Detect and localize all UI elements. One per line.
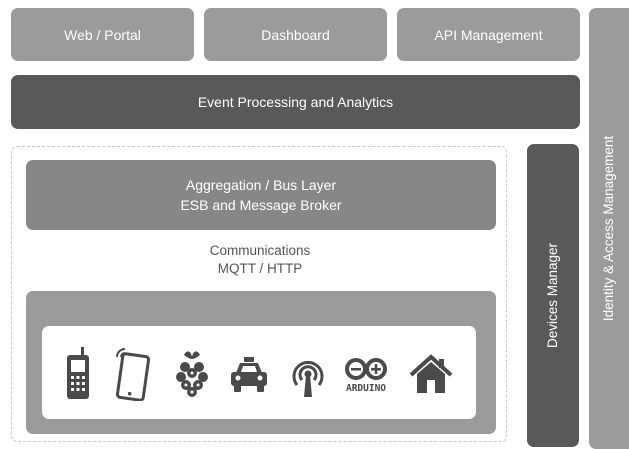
- identity-access-box: Identity & Access Management: [589, 8, 629, 449]
- api-management-label: API Management: [434, 26, 543, 43]
- mobile-phone-icon: [54, 345, 100, 401]
- api-management-box: API Management: [397, 8, 580, 61]
- communications-line1: Communications: [209, 243, 311, 258]
- arduino-icon: ARDUINO: [340, 345, 392, 401]
- raspberry-pi-icon: [169, 345, 215, 401]
- communications-text: Communications MQTT / HTTP: [160, 242, 360, 278]
- antenna-icon: [285, 345, 331, 401]
- event-processing-box: Event Processing and Analytics: [11, 75, 580, 129]
- aggregation-line1: Aggregation / Bus Layer: [185, 177, 337, 193]
- arduino-label: ARDUINO: [346, 383, 386, 394]
- devices-panel: ARDUINO: [42, 326, 476, 419]
- home-icon: [408, 345, 454, 401]
- aggregation-box: Aggregation / Bus Layer ESB and Message …: [26, 160, 496, 230]
- device-layer-container: [11, 146, 507, 442]
- dashboard-label: Dashboard: [261, 26, 330, 43]
- aggregation-line2: ESB and Message Broker: [180, 197, 342, 213]
- devices-manager-label: Devices Manager: [545, 242, 561, 349]
- car-icon: [226, 345, 272, 401]
- web-portal-box: Web / Portal: [11, 8, 194, 61]
- smartphone-icon: [112, 345, 158, 402]
- dashboard-box: Dashboard: [204, 8, 387, 61]
- identity-access-label: Identity & Access Management: [601, 135, 617, 322]
- communications-line2: MQTT / HTTP: [217, 261, 303, 276]
- event-processing-label: Event Processing and Analytics: [197, 94, 394, 110]
- devices-manager-box: Devices Manager: [527, 144, 579, 447]
- web-portal-label: Web / Portal: [64, 26, 141, 43]
